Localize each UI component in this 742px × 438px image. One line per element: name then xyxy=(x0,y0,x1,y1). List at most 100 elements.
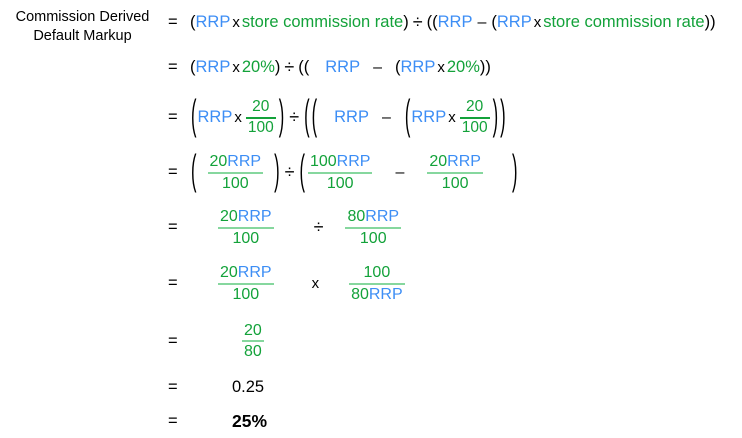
minus-sign: – xyxy=(373,58,383,76)
rrp-term: RRP xyxy=(368,285,403,303)
coefficient-20: 20 xyxy=(429,153,448,171)
fraction-bar xyxy=(427,171,483,174)
fraction-bar xyxy=(207,171,264,174)
rrp-term: RRP xyxy=(447,153,481,171)
open-paren-tall: ( xyxy=(404,93,411,140)
fraction-20-over-80: 20 80 xyxy=(242,322,264,361)
open-paren-tall: ( xyxy=(191,93,197,140)
store-commission-rate-term: store commission rate xyxy=(241,13,404,31)
rrp-term: RRP xyxy=(365,208,400,226)
formula-line-9: = 25% xyxy=(168,404,742,438)
close-paren-tall: ) xyxy=(511,148,518,195)
formula-derivation: = ( RRP x store commission rate ) ÷ ( ( … xyxy=(168,0,742,438)
percent-20-term: 20% xyxy=(446,58,480,76)
fraction-numerator: 80RRP xyxy=(345,208,401,225)
minus-sign: – xyxy=(395,163,405,181)
rrp-term: RRP xyxy=(237,264,272,282)
close-paren-tall: ) xyxy=(274,148,280,195)
fraction-denominator: 80RRP xyxy=(349,286,405,303)
fraction-80rrp-over-100: 80RRP 100 xyxy=(345,208,402,247)
close-paren: ) xyxy=(710,13,716,31)
rrp-term: RRP xyxy=(411,108,447,126)
formula-label: Commission Derived Default Markup xyxy=(0,8,165,46)
fraction-bar xyxy=(459,116,490,119)
fraction-numerator: 100RRP xyxy=(308,153,372,170)
fraction-denominator: 100 xyxy=(232,229,260,247)
rrp-term: RRP xyxy=(197,108,233,126)
minus-sign: – xyxy=(477,13,487,31)
coefficient-20: 20 xyxy=(220,208,238,226)
formula-line-2: = ( RRP x 20% ) ÷ ( ( RRP – ( RRP x 20% … xyxy=(168,45,742,90)
formula-line-8: = 0.25 xyxy=(168,370,742,404)
fraction-bar xyxy=(307,171,373,174)
fraction-denominator: 100 xyxy=(441,174,469,192)
close-paren-tall: ) xyxy=(500,93,506,140)
fraction-denominator: 100 xyxy=(247,118,274,136)
formula-line-4: = ( 20RRP 100 ) ÷ ( 100RRP 100 – 20RRP 1… xyxy=(168,145,742,200)
open-paren-tall: ( xyxy=(311,93,318,140)
fraction-denominator: 100 xyxy=(232,285,260,303)
equals-sign: = xyxy=(168,163,178,181)
equals-sign: = xyxy=(168,331,178,350)
fraction-numerator: 20RRP xyxy=(218,208,274,225)
open-paren: ( xyxy=(190,58,196,76)
fraction-bar xyxy=(218,226,274,229)
divide-sign: ÷ xyxy=(313,217,324,237)
fraction-denominator: 80 xyxy=(244,343,262,360)
open-paren-tall: ( xyxy=(191,148,197,195)
fraction-bar xyxy=(345,226,402,229)
close-paren: ) xyxy=(479,58,486,76)
rrp-term: RRP xyxy=(195,58,231,76)
equals-sign: = xyxy=(168,274,178,292)
fraction-numerator: 100 xyxy=(363,264,391,282)
fraction-bar xyxy=(349,282,405,285)
close-paren: ) xyxy=(485,58,491,76)
open-paren: ( xyxy=(432,13,438,31)
formula-line-5: = 20RRP 100 ÷ 80RRP 100 xyxy=(168,200,742,255)
open-paren: ( xyxy=(426,13,433,31)
rrp-term: RRP xyxy=(496,13,532,31)
formula-line-6: = 20RRP 100 x 100 80RRP xyxy=(168,255,742,312)
equals-sign: = xyxy=(168,377,178,396)
close-paren: ) xyxy=(403,13,409,31)
formula-line-7: = 20 80 xyxy=(168,312,742,370)
coefficient-80: 80 xyxy=(347,208,366,226)
coefficient-20: 20 xyxy=(209,153,228,171)
open-paren-tall: ( xyxy=(304,93,310,140)
formula-line-1: = ( RRP x store commission rate ) ÷ ( ( … xyxy=(168,0,742,45)
fraction-denominator: 100 xyxy=(221,174,249,192)
equals-sign: = xyxy=(168,218,178,236)
fraction-bar xyxy=(242,340,264,342)
multiply-sign: x xyxy=(437,59,445,76)
open-paren: ( xyxy=(298,58,304,76)
open-paren: ( xyxy=(491,13,497,31)
coefficient-100: 100 xyxy=(309,153,337,171)
equals-sign: = xyxy=(168,58,178,76)
equals-sign: = xyxy=(168,411,178,430)
fraction-20rrp-over-100: 20RRP 100 xyxy=(207,153,264,192)
fraction-numerator: 20 xyxy=(252,97,270,115)
result-percent: 25% xyxy=(232,410,268,431)
multiply-sign: x xyxy=(234,109,242,126)
equals-sign: = xyxy=(168,13,178,31)
fraction-20rrp-over-100: 20RRP 100 xyxy=(218,264,274,303)
fraction-20-over-100: 20 100 xyxy=(245,97,276,136)
multiply-sign: x xyxy=(232,59,240,76)
open-paren: ( xyxy=(395,58,401,76)
divide-sign: ÷ xyxy=(289,107,300,127)
divide-sign: ÷ xyxy=(412,12,423,32)
close-paren-tall: ) xyxy=(278,93,285,140)
divide-sign: ÷ xyxy=(284,57,295,77)
formula-label-line-2: Default Markup xyxy=(33,28,132,44)
fraction-numerator: 20RRP xyxy=(208,153,264,170)
close-paren-tall: ) xyxy=(492,93,499,140)
store-commission-rate-term: store commission rate xyxy=(543,13,705,31)
rrp-term: RRP xyxy=(437,13,473,31)
multiply-sign: x xyxy=(448,109,456,126)
close-paren: ) xyxy=(274,58,281,76)
fraction-denominator: 100 xyxy=(359,229,387,247)
divide-sign: ÷ xyxy=(284,162,295,182)
fraction-20rrp-over-100: 20RRP 100 xyxy=(218,208,274,247)
open-paren-tall: ( xyxy=(299,148,305,195)
fraction-100rrp-over-100: 100RRP 100 xyxy=(307,153,373,192)
